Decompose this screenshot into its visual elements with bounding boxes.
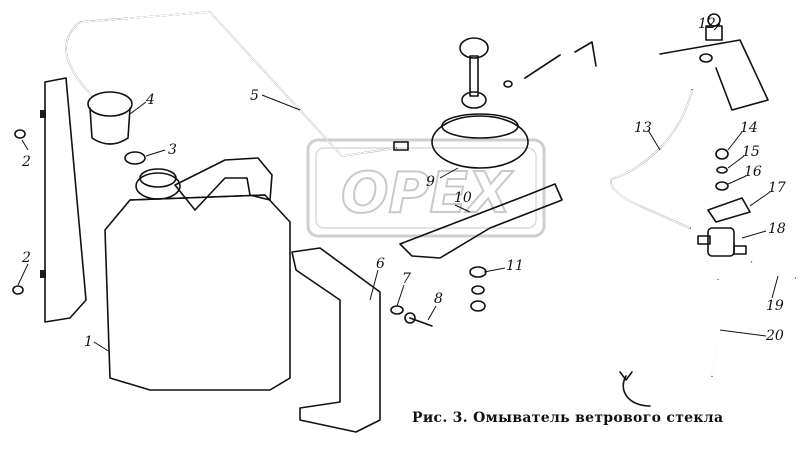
part-label-10: 10 bbox=[454, 190, 472, 206]
part-label-14: 14 bbox=[740, 120, 758, 136]
part-labels: 1 2 2 3 4 5 6 7 8 9 10 11 12 13 14 15 16… bbox=[21, 16, 786, 350]
pump-nuts bbox=[469, 266, 487, 312]
tee-connector bbox=[697, 227, 747, 257]
part-label-5: 5 bbox=[250, 88, 259, 104]
part-label-9: 9 bbox=[426, 174, 435, 190]
figure-caption: Рис. 3. Омыватель ветрового стекла bbox=[412, 410, 724, 426]
part-label-18: 18 bbox=[768, 221, 786, 237]
part-label-15: 15 bbox=[742, 144, 760, 160]
mounting-panel bbox=[40, 77, 87, 323]
pump-assembly bbox=[431, 37, 529, 169]
mounting-bracket bbox=[291, 247, 381, 433]
pump-mounting-plate bbox=[399, 183, 563, 259]
part-label-19: 19 bbox=[766, 298, 784, 314]
part-label-7: 7 bbox=[402, 271, 411, 287]
part-label-4: 4 bbox=[145, 92, 155, 108]
part-label-3: 3 bbox=[168, 142, 177, 158]
part-label-11: 11 bbox=[506, 258, 524, 274]
part-label-2-bottom: 2 bbox=[21, 250, 31, 266]
mounting-nuts bbox=[12, 129, 26, 295]
watermark: OPEX bbox=[306, 138, 546, 238]
watermark-text: OPEX bbox=[341, 161, 514, 226]
pump-cartridge bbox=[503, 41, 597, 88]
part-label-2-top: 2 bbox=[21, 154, 31, 170]
part-label-13: 13 bbox=[634, 120, 652, 136]
fasteners bbox=[390, 305, 433, 327]
washer-nozzle bbox=[659, 13, 769, 111]
part-label-1: 1 bbox=[84, 334, 93, 350]
leader-lines bbox=[17, 23, 779, 353]
hoses-19-20 bbox=[619, 260, 796, 407]
washer-reservoir bbox=[104, 157, 291, 391]
part-label-8: 8 bbox=[434, 291, 443, 307]
part-label-12: 12 bbox=[698, 16, 716, 32]
part-label-6: 6 bbox=[376, 256, 385, 272]
part-label-17: 17 bbox=[768, 180, 786, 196]
filter-cap bbox=[87, 91, 146, 165]
part-label-16: 16 bbox=[744, 164, 762, 180]
nozzle-fasteners bbox=[707, 148, 751, 223]
washer-hose bbox=[65, 11, 409, 157]
part-label-20: 20 bbox=[765, 328, 784, 344]
nozzle-tube bbox=[610, 89, 693, 229]
